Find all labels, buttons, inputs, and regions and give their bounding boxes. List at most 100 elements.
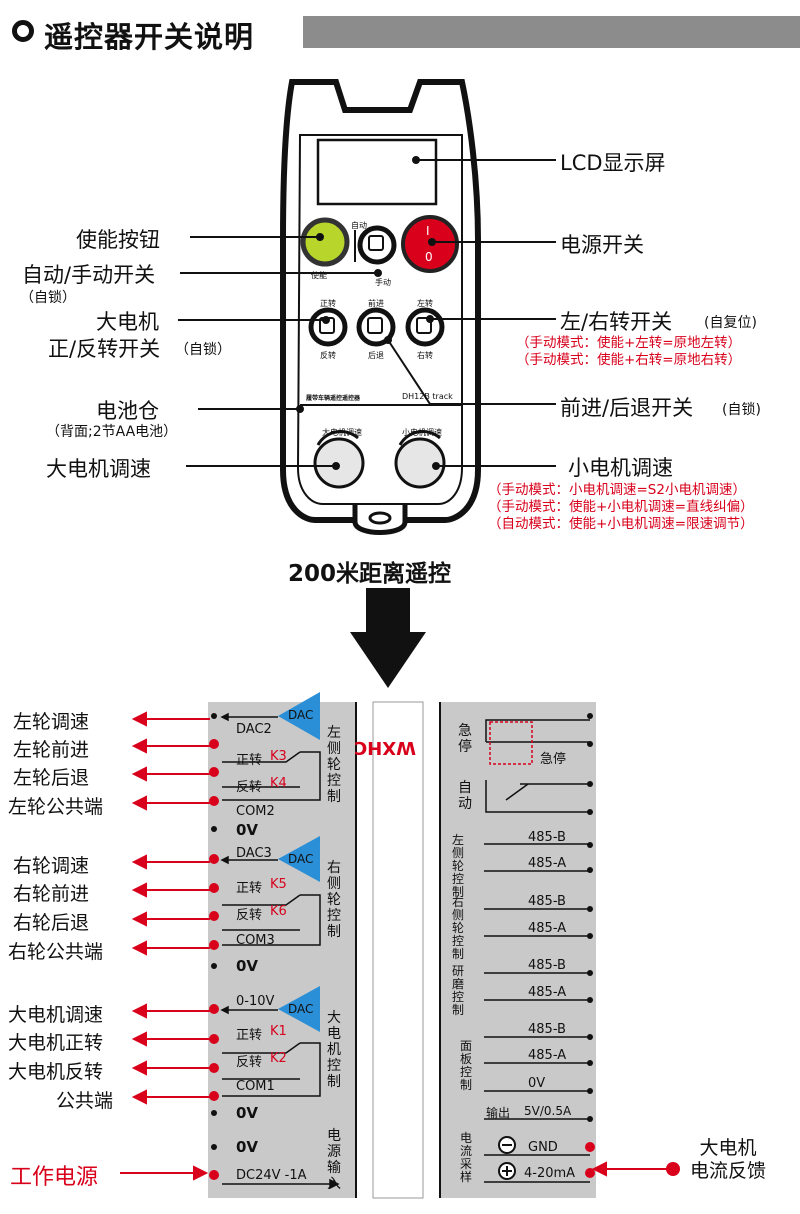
- callout-big-motor-note: （自锁）: [175, 342, 231, 358]
- g3-dac-label: 0-10V: [236, 994, 275, 1009]
- g3-k-rev: K2: [270, 1051, 287, 1066]
- title-bar: [303, 16, 800, 48]
- model-code: DH12B track: [402, 392, 453, 401]
- g2-k-fwd: K5: [270, 877, 287, 892]
- left-out-10: 大电机正转: [8, 1032, 104, 1054]
- left-out-12: 公共端: [56, 1090, 114, 1112]
- left-out-8: 右轮公共端: [8, 941, 104, 963]
- g3-fwd: 正转: [236, 1028, 263, 1043]
- header: 遥控器开关说明: [0, 0, 800, 62]
- r-g4-vertical: 面板控制: [460, 1039, 473, 1092]
- work-power-label: 工作电源: [10, 1165, 99, 1190]
- g1-vertical: 左侧轮控制: [327, 725, 341, 805]
- remote-illustration: [178, 79, 556, 688]
- range-arrow-shaft: [366, 588, 410, 636]
- enable-button: [300, 217, 350, 267]
- power-i-mark: I: [426, 224, 430, 238]
- power-in-label: DC24V -1A: [236, 1168, 307, 1183]
- forward-caption: 前进: [368, 299, 384, 308]
- callout-turn-note: (自复位): [704, 315, 757, 331]
- auto-vertical: 自动: [458, 780, 472, 812]
- r-g1-b: 485-B: [528, 830, 566, 845]
- g2-fwd: 正转: [236, 881, 263, 896]
- estop-vertical: 急停: [458, 723, 472, 755]
- g3-vertical: 大电机控制: [327, 1010, 341, 1090]
- back-caption: 后退: [368, 351, 384, 360]
- auto-caption: 自动: [351, 221, 367, 230]
- model-text: 履带车辆遥控遥控器: [306, 395, 361, 402]
- g3-rev: 反转: [236, 1055, 263, 1070]
- dac2-tri-label: DAC: [288, 708, 314, 722]
- dac-big-tri-label: DAC: [288, 1002, 314, 1016]
- enable-caption: 使能: [311, 271, 327, 280]
- r-g4-b: 485-B: [528, 1022, 566, 1037]
- com3-label: COM3: [236, 933, 275, 948]
- left-out-11: 大电机反转: [8, 1061, 104, 1083]
- current-label: 4-20mA: [524, 1166, 576, 1181]
- callout-big-motor-2: 正/反转开关: [48, 337, 161, 361]
- callout-big-motor-1: 大电机: [96, 310, 159, 334]
- big-knob-caption: 大电机调速: [322, 428, 362, 437]
- remote-inner: [296, 134, 463, 505]
- left-out-2: 左轮前进: [13, 739, 90, 761]
- left-out-4: 左轮公共端: [8, 796, 104, 818]
- r-g3-a: 485-A: [528, 985, 567, 1000]
- output-value: 5V/0.5A: [524, 1104, 572, 1118]
- logo-mark: [378, 712, 416, 802]
- page-title: 遥控器开关说明: [44, 20, 255, 54]
- callout-auto-manual: 自动/手动开关: [22, 263, 156, 287]
- wiring-diagram: [120, 692, 680, 1199]
- r-g2-a: 485-A: [528, 921, 567, 936]
- left-out-3: 左轮后退: [13, 767, 90, 789]
- power-o-mark: 0: [425, 250, 433, 264]
- output-label: 输出: [486, 1106, 511, 1120]
- callout-lcd: LCD显示屏: [560, 151, 666, 175]
- dac3-triangle: [278, 836, 320, 882]
- callout-small-speed: 小电机调速: [568, 456, 673, 480]
- power-in-vertical: 电源输入: [327, 1128, 341, 1192]
- dac3-tri-label: DAC: [288, 852, 314, 866]
- left-out-9: 大电机调速: [8, 1004, 104, 1026]
- callout-small-red-3: （自动模式：使能+小电机调速=限速调节）: [488, 516, 754, 532]
- dac2-label: DAC2: [236, 722, 272, 737]
- left-out-6: 右轮前进: [13, 883, 90, 905]
- g1-rev: 反转: [236, 780, 263, 795]
- gnd-label: GND: [528, 1140, 558, 1155]
- small-motor-knob: [394, 437, 446, 489]
- callout-auto-manual-note: （自锁）: [20, 290, 76, 306]
- g2-k-rev: K6: [270, 904, 287, 919]
- com2-label: COM2: [236, 804, 275, 819]
- g1-fwd: 正转: [236, 753, 263, 768]
- r-g1-a: 485-A: [528, 856, 567, 871]
- callout-power: 电源开关: [560, 233, 644, 257]
- callout-battery: 电池仓: [96, 399, 159, 423]
- r-g2-b: 485-B: [528, 894, 566, 909]
- g1-k-fwd: K3: [270, 749, 287, 764]
- sample-vertical: 电流采样: [460, 1131, 473, 1184]
- logo-text: WXHC: [353, 737, 416, 758]
- r-g3-b: 485-B: [528, 958, 566, 973]
- dac-big-triangle: [278, 986, 320, 1032]
- big-motor-knob: [313, 437, 365, 489]
- left-out-1: 左轮调速: [13, 711, 90, 733]
- callout-big-speed: 大电机调速: [46, 457, 151, 481]
- g2-rev: 反转: [236, 908, 263, 923]
- callout-small-red-1: （手动模式：小电机调速=S2小电机调速）: [488, 482, 746, 498]
- lcd-screen: [316, 138, 438, 206]
- r-g3-vertical: 研磨控制: [452, 964, 465, 1017]
- rev-caption: 反转: [320, 351, 336, 360]
- callout-fwd-back: 前进/后退开关: [560, 396, 694, 420]
- range-text: 200米距离遥控: [288, 561, 452, 587]
- r-g2-vertical: 右侧轮控制: [452, 895, 465, 961]
- callout-small-red-2: （手动模式：使能+小电机调速=直线纠偏）: [488, 499, 754, 515]
- right-caption: 右转: [417, 351, 433, 360]
- r-g1-vertical: 左侧轮控制: [452, 833, 465, 899]
- left-out-7: 右轮后退: [13, 912, 90, 934]
- range-arrow-head: [350, 632, 426, 688]
- callout-turn-red-1: （手动模式：使能+左转=原地左转）: [516, 335, 742, 351]
- r-g4-zero: 0V: [528, 1076, 546, 1091]
- feedback-label: 大电机 电流反馈: [690, 1137, 767, 1182]
- left-out-5: 右轮调速: [13, 855, 90, 877]
- callout-enable: 使能按钮: [76, 228, 160, 252]
- zero-v-1: 0V: [236, 821, 259, 839]
